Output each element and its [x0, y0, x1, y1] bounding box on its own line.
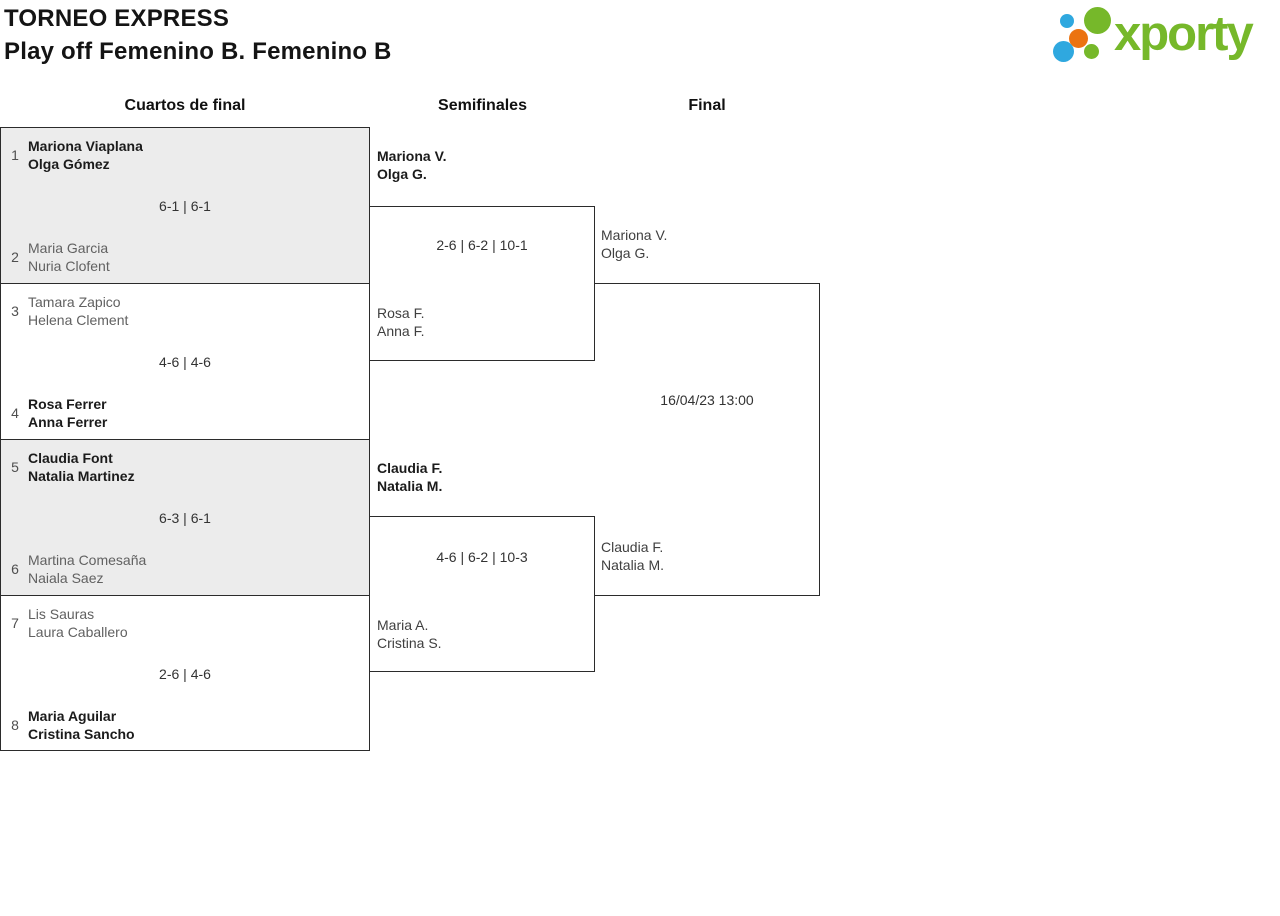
- xporty-logo[interactable]: xporty: [1048, 0, 1280, 72]
- player-name: Olga G.: [601, 245, 650, 261]
- team-names-sf1-winner: Mariona V. Olga G.: [377, 147, 447, 183]
- player-name: Claudia Font: [28, 450, 113, 466]
- seed-number: 3: [11, 303, 19, 319]
- logo-dot-icon: [1084, 44, 1099, 59]
- team-names: Claudia Font Natalia Martinez: [28, 449, 135, 485]
- team-names-sf1-loser: Rosa F. Anna F.: [377, 304, 424, 340]
- match-score: 6-3 | 6-1: [159, 510, 211, 526]
- seed-number: 5: [11, 459, 19, 475]
- tournament-title: TORNEO EXPRESS: [4, 5, 230, 32]
- match-score: 2-6 | 4-6: [159, 666, 211, 682]
- player-name: Olga Gómez: [28, 156, 110, 172]
- match-card-sf2[interactable]: [369, 516, 595, 672]
- player-name: Olga G.: [377, 166, 427, 182]
- player-name: Rosa F.: [377, 305, 425, 321]
- player-name: Mariona V.: [601, 227, 668, 243]
- team-names: Martina Comesaña Naiala Saez: [28, 551, 146, 587]
- player-name: Naiala Saez: [28, 570, 104, 586]
- match-card-qf3[interactable]: 5 Claudia Font Natalia Martinez 6-3 | 6-…: [0, 439, 370, 596]
- player-name: Claudia F.: [377, 460, 443, 476]
- player-name: Helena Clement: [28, 312, 129, 328]
- team-names: Rosa Ferrer Anna Ferrer: [28, 395, 107, 431]
- seed-number: 2: [11, 249, 19, 265]
- team-names-final-bottom: Claudia F. Natalia M.: [601, 538, 664, 574]
- player-name: Cristina Sancho: [28, 726, 135, 742]
- final-match-schedule: 16/04/23 13:00: [660, 392, 754, 408]
- team-names: Mariona Viaplana Olga Gómez: [28, 137, 143, 173]
- player-name: Natalia M.: [377, 478, 443, 494]
- team-names: Maria Garcia Nuria Clofent: [28, 239, 110, 275]
- player-name: Rosa Ferrer: [28, 396, 107, 412]
- round-header-semifinals: Semifinales: [438, 97, 527, 114]
- match-score: 2-6 | 6-2 | 10-1: [436, 237, 528, 253]
- seed-number: 8: [11, 717, 19, 733]
- logo-dot-icon: [1069, 29, 1088, 48]
- player-name: Anna Ferrer: [28, 414, 108, 430]
- round-header-quarterfinals: Cuartos de final: [124, 97, 246, 114]
- player-name: Natalia M.: [601, 557, 665, 573]
- player-name: Maria A.: [377, 617, 429, 633]
- player-name: Anna F.: [377, 323, 425, 339]
- player-name: Lis Sauras: [28, 606, 95, 622]
- match-card-qf1[interactable]: 1 Mariona Viaplana Olga Gómez 6-1 | 6-1 …: [0, 127, 370, 284]
- match-card-qf4[interactable]: 7 Lis Sauras Laura Caballero 2-6 | 4-6 8…: [0, 595, 370, 751]
- player-name: Martina Comesaña: [28, 552, 147, 568]
- seed-number: 4: [11, 405, 19, 421]
- player-name: Mariona Viaplana: [28, 138, 143, 154]
- team-names-sf2-winner: Claudia F. Natalia M.: [377, 459, 442, 495]
- match-card-qf2[interactable]: 3 Tamara Zapico Helena Clement 4-6 | 4-6…: [0, 283, 370, 440]
- match-score: 4-6 | 6-2 | 10-3: [436, 549, 528, 565]
- seed-number: 1: [11, 147, 19, 163]
- team-names: Maria Aguilar Cristina Sancho: [28, 707, 135, 743]
- seed-number: 7: [11, 615, 19, 631]
- logo-dot-icon: [1084, 7, 1111, 34]
- team-names: Tamara Zapico Helena Clement: [28, 293, 128, 329]
- player-name: Claudia F.: [601, 539, 664, 555]
- match-card-final[interactable]: [594, 283, 820, 596]
- match-score: 6-1 | 6-1: [159, 198, 211, 214]
- team-names-sf2-loser: Maria A. Cristina S.: [377, 616, 442, 652]
- player-name: Mariona V.: [377, 148, 447, 164]
- player-name: Maria Garcia: [28, 240, 109, 256]
- logo-wordmark: xporty: [1114, 7, 1254, 61]
- bracket-subtitle: Play off Femenino B. Femenino B: [4, 38, 392, 65]
- player-name: Laura Caballero: [28, 624, 128, 640]
- player-name: Nuria Clofent: [28, 258, 110, 274]
- logo-dot-icon: [1053, 41, 1074, 62]
- match-score: 4-6 | 4-6: [159, 354, 211, 370]
- seed-number: 6: [11, 561, 19, 577]
- logo-dot-icon: [1060, 14, 1074, 28]
- player-name: Maria Aguilar: [28, 708, 117, 724]
- round-header-final: Final: [688, 97, 726, 114]
- team-names: Lis Sauras Laura Caballero: [28, 605, 128, 641]
- player-name: Tamara Zapico: [28, 294, 121, 310]
- team-names-final-top: Mariona V. Olga G.: [601, 226, 667, 262]
- player-name: Natalia Martinez: [28, 468, 135, 484]
- player-name: Cristina S.: [377, 635, 442, 651]
